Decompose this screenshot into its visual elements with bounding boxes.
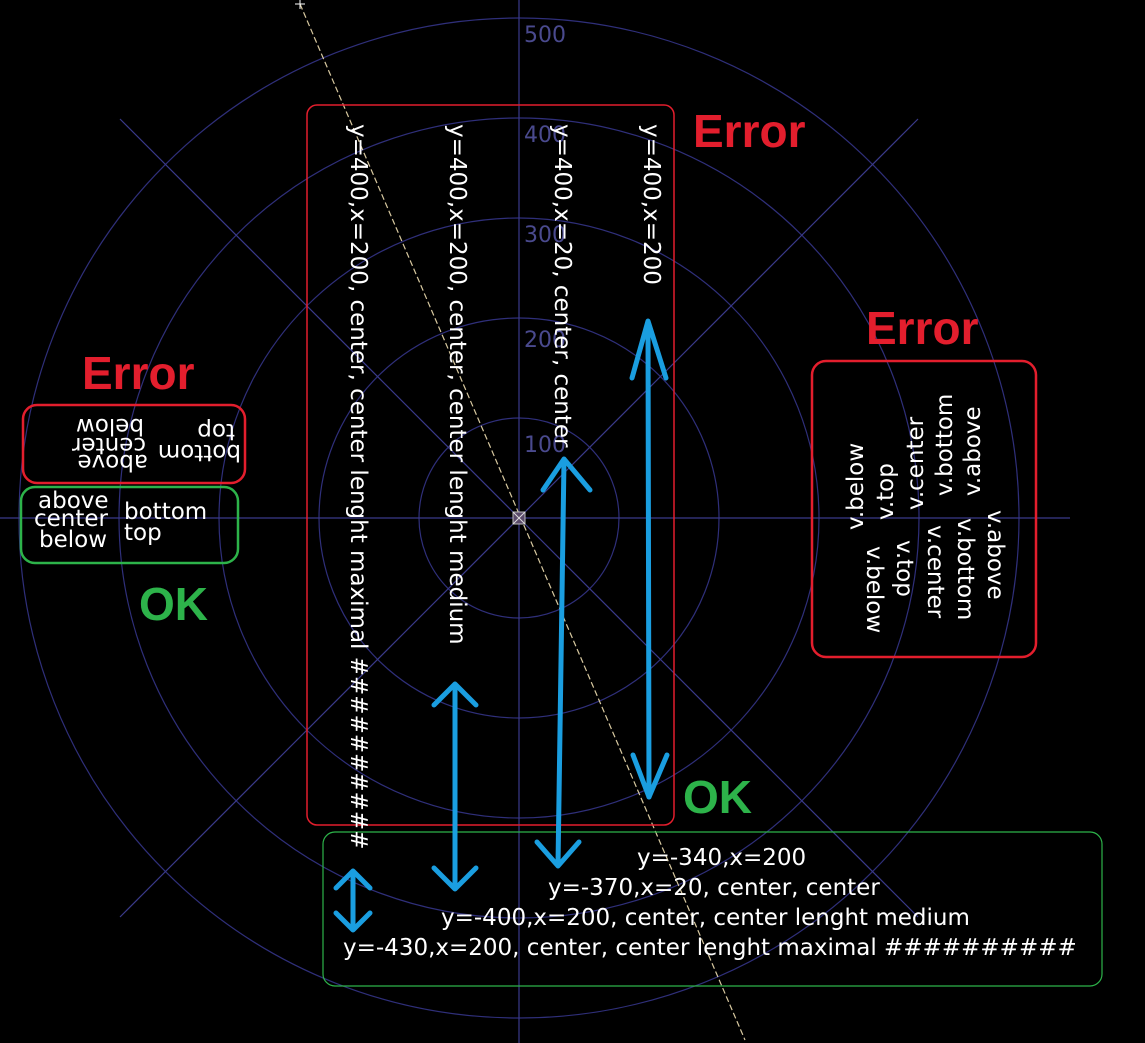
error-heading-right: Error [866,302,979,354]
left-ok-box [19,485,240,565]
horizontal-label-short[interactable]: y=-340,x=200 [637,845,807,871]
left-error-box [21,403,247,485]
tick-200: 200 [524,328,566,353]
ok-heading-left: OK [139,578,208,630]
arrow-1 [333,868,373,933]
tick-100: 100 [524,433,566,458]
vertical-label-medium[interactable]: y=400,x=200, center, center lenght mediu… [444,124,470,645]
right-error-b-below[interactable]: v.below [861,546,887,634]
tick-400: 400 [524,123,566,148]
right-error-a-center[interactable]: v.center [903,416,929,510]
left-ok-bottom[interactable]: bottom [124,499,208,525]
vertical-label-x20[interactable]: y=400,x=20, center, center [549,124,575,448]
right-error-b-center[interactable]: v.center [922,525,948,619]
arrow-4 [629,318,670,800]
vertical-label-maximal[interactable]: y=400,x=200, center, center lenght maxim… [345,124,371,850]
crosshair-icon [295,0,305,9]
vertical-label-short[interactable]: y=400,x=200 [638,124,664,285]
arrow-2 [431,681,479,892]
right-error-b-top[interactable]: v.top [891,540,917,597]
right-error-a-top[interactable]: v.top [873,463,899,520]
horizontal-label-maximal[interactable]: y=-430,x=200, center, center lenght maxi… [343,935,1077,961]
vertical-labels-error-box [306,104,675,826]
tick-300: 300 [524,223,566,248]
ok-heading-bottom: OK [683,771,752,823]
left-error-top[interactable]: top [197,418,235,444]
right-error-box [810,359,1038,659]
origin-marker-icon[interactable] [512,511,526,525]
horizontal-labels-ok-box [322,831,1103,987]
right-error-a-bottom[interactable]: v.bottom [932,393,958,496]
left-ok-above[interactable]: above [38,488,109,514]
left-error-below[interactable]: below [75,413,144,439]
left-ok-below[interactable]: below [39,527,108,553]
double-arrow-icon [333,318,670,933]
error-heading-left: Error [82,347,195,399]
left-error-words: above center below bottom top [25,407,243,481]
error-heading-top: Error [693,105,806,157]
arrow-3 [534,456,593,869]
horizontal-label-medium[interactable]: y=-400,x=200, center, center lenght medi… [441,905,970,931]
left-ok-center[interactable]: center [34,506,108,532]
right-error-b-bottom[interactable]: v.bottom [952,518,978,621]
left-ok-top[interactable]: top [124,520,162,546]
right-error-a-above[interactable]: v.above [960,406,986,496]
horizontal-label-x20[interactable]: y=-370,x=20, center, center [548,875,880,901]
tick-500: 500 [524,23,566,48]
right-error-a-below[interactable]: v.below [843,442,869,530]
right-error-b-above[interactable]: v.above [982,510,1008,600]
